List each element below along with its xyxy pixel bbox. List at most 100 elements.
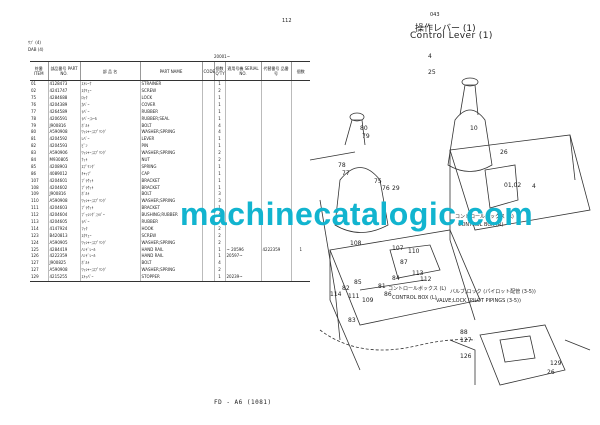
cell-replacement: [260, 136, 291, 144]
cell-qty: 1: [213, 273, 225, 282]
cell-name-en: HAND RAIL: [139, 253, 202, 261]
cell-serial: [224, 101, 261, 109]
cell-serial: [224, 163, 261, 171]
cell-code: [201, 94, 214, 102]
cell-item: 129: [30, 273, 48, 282]
cell-serial: [224, 108, 261, 116]
cell-qty: 3: [213, 191, 225, 199]
callout-label: 114: [330, 291, 342, 298]
cell-name-en: RUBBER: [139, 108, 202, 116]
cell-qty2: [290, 122, 310, 130]
callout-label: 109: [362, 297, 374, 304]
cell-part-no: 4284688: [47, 94, 80, 102]
cell-code: [201, 184, 214, 192]
cell-code: [201, 108, 214, 116]
cell-part-no: 4208903: [47, 163, 80, 171]
cell-code: [201, 115, 214, 123]
cell-serial: [224, 143, 261, 150]
cell-code: [201, 239, 214, 247]
lock-valve-bracket: [479, 324, 566, 386]
callout-label: 129: [550, 360, 562, 367]
cell-replacement: [260, 122, 291, 130]
cell-code: [201, 149, 214, 157]
cell-code: [201, 136, 214, 144]
right-lever-grip: [459, 84, 479, 116]
cell-item: 112: [31, 212, 39, 218]
callout-label: 111: [348, 293, 360, 300]
cell-qty2: [290, 191, 310, 199]
cell-name-en: NUT: [139, 156, 202, 164]
cell-replacement: [260, 267, 291, 274]
callout-label: 87: [400, 259, 408, 266]
cell-replacement: [260, 218, 291, 226]
callout-label: 4: [428, 53, 432, 60]
cell-item: 02: [31, 88, 37, 94]
cell-qty: 2: [213, 149, 225, 157]
col-part-no: 部品番号 PART NO.: [47, 61, 80, 81]
cell-part-no: A590908: [47, 267, 80, 274]
callout-label: 126: [460, 353, 472, 360]
cell-qty: 1: [213, 177, 225, 185]
cell-part-no: 4128473: [47, 80, 80, 88]
callout-label: 01,02: [504, 182, 521, 189]
cell-serial: [224, 80, 261, 88]
left-lever-boot: [334, 167, 389, 233]
col-serial: 適用号機 SERIAL NO.: [224, 61, 261, 81]
callout-label: 88: [460, 329, 468, 336]
cell-code: [201, 143, 214, 150]
cell-item: 111: [31, 205, 39, 211]
callout-label: 78: [338, 162, 346, 169]
cell-qty: 2: [213, 267, 225, 274]
cell-qty2: [290, 232, 310, 240]
cell-qty: 2: [213, 225, 225, 233]
cell-serial: [224, 94, 261, 102]
cell-qty: 4: [213, 122, 225, 130]
cell-name-jp: ﾗﾊﾞｰ: [79, 218, 140, 226]
cell-replacement: [260, 260, 291, 268]
cell-serial: 20239~: [224, 273, 261, 282]
cell-item: 113: [31, 219, 39, 224]
cell-part-no: 4241747: [47, 87, 80, 95]
cell-name-en: WASHER;SPRING: [139, 198, 202, 206]
cell-item: 77: [31, 108, 37, 114]
cell-name-en: BOLT: [139, 191, 202, 199]
cell-name-en: SCREW: [139, 87, 202, 95]
cell-item: 108: [31, 184, 39, 190]
watermark: machinecatalogic.com: [180, 196, 534, 232]
cell-part-no: J900825: [47, 260, 80, 268]
cell-qty2: [290, 260, 310, 268]
cell-replacement: [260, 239, 291, 247]
cell-code: [201, 101, 214, 109]
cell-replacement: [260, 156, 291, 164]
cell-item: 82: [31, 143, 37, 149]
caption-control-box-right-en: CONTROL BOX (R): [458, 222, 503, 228]
cell-qty2: 1: [290, 246, 310, 254]
cell-name-en: CAP: [139, 170, 202, 178]
cell-replacement: 4222359: [260, 246, 291, 254]
cell-name-en: LEVER: [139, 136, 202, 144]
cell-item: 124: [31, 239, 39, 245]
cell-replacement: [260, 115, 291, 123]
cell-name-en: BUSHING;RUBBER: [139, 211, 202, 219]
cell-part-no: 4204604: [47, 211, 80, 219]
cell-qty: 2: [213, 232, 225, 240]
cell-name-jp: ﾋﾟﾝ: [79, 143, 140, 150]
cell-name-jp: ﾎﾞﾙﾄ: [79, 191, 140, 199]
right-lever-boot: [447, 109, 493, 172]
cell-serial: [224, 191, 261, 199]
cell-part-no: 4284419: [47, 246, 80, 254]
cell-code: [201, 163, 214, 171]
cell-name-en: COVER: [139, 101, 202, 109]
callout-label: 82: [342, 285, 350, 292]
callout-label: 77: [342, 170, 350, 177]
cell-qty: 1: [213, 101, 225, 109]
cell-qty2: [290, 156, 310, 164]
